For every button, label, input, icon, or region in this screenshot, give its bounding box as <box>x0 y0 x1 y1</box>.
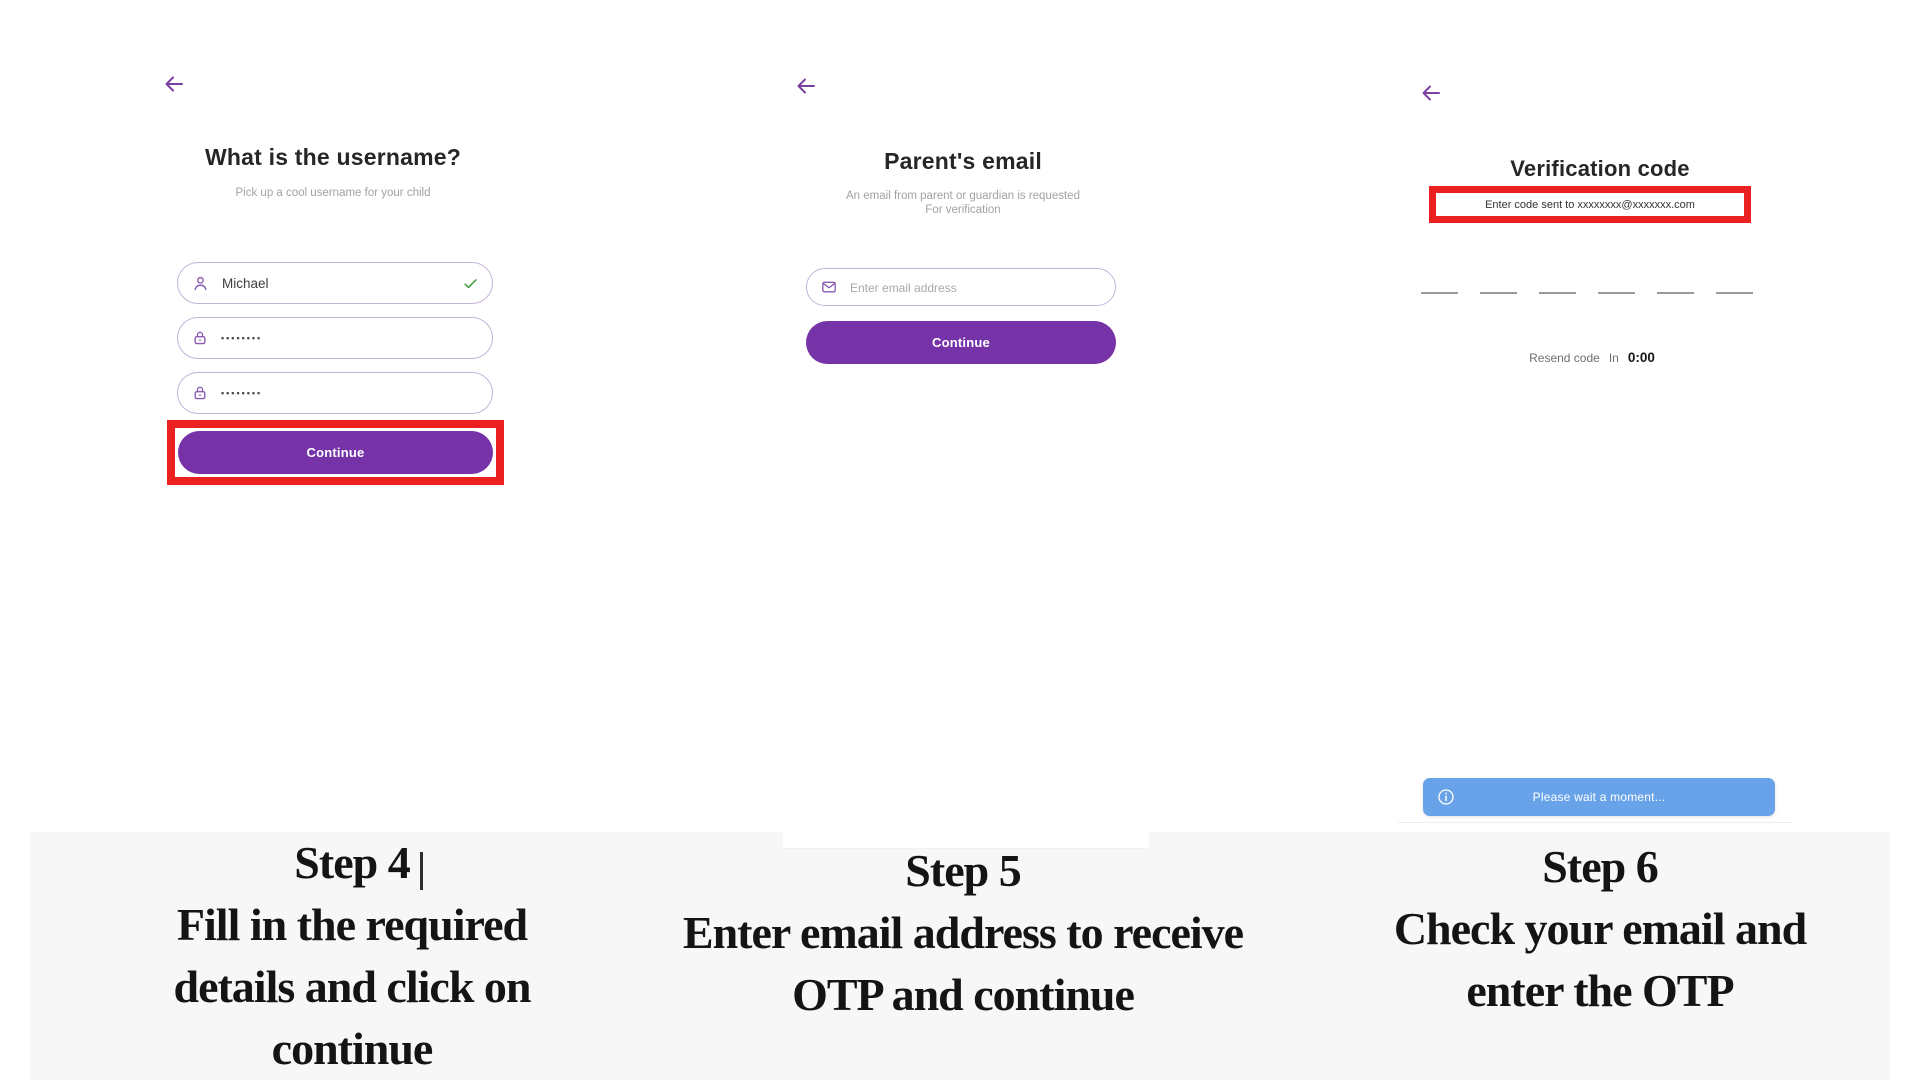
toast-message: Please wait a moment... <box>1532 790 1666 804</box>
steps-background-band <box>30 832 1890 1080</box>
otp-slot[interactable] <box>1598 280 1635 294</box>
arrow-left-icon <box>1419 81 1443 105</box>
resend-in-label: In <box>1608 350 1619 365</box>
email-field[interactable] <box>806 268 1116 306</box>
otp-slot[interactable] <box>1480 280 1517 294</box>
step6-line2: enter the OTP <box>1466 965 1734 1016</box>
otp-slot[interactable] <box>1421 280 1458 294</box>
back-button[interactable] <box>1418 80 1444 106</box>
otp-slot[interactable] <box>1657 280 1694 294</box>
page-subtitle-line1: An email from parent or guardian is requ… <box>846 190 1080 202</box>
resend-row: Resend code In 0:00 <box>1427 350 1757 365</box>
confirm-password-input[interactable] <box>219 387 479 399</box>
step4-line3: continue <box>271 1023 434 1074</box>
page-title: Parent's email <box>884 148 1042 174</box>
password-input[interactable] <box>219 332 479 344</box>
email-input[interactable] <box>848 278 1102 296</box>
step6-title: Step 6 <box>1542 841 1658 892</box>
step6-caption: Step 6 Check your email and enter the OT… <box>1310 836 1890 1022</box>
otp-slot[interactable] <box>1716 280 1753 294</box>
continue-button[interactable]: Continue <box>178 431 493 474</box>
step6-line1: Check your email and <box>1393 903 1807 954</box>
continue-button[interactable]: Continue <box>806 321 1116 364</box>
caret-artifact <box>420 852 423 890</box>
middle-screenshot-bottom-edge <box>783 806 1149 849</box>
page-subtitle: Pick up a cool username for your child <box>235 187 431 199</box>
otp-slot[interactable] <box>1539 280 1576 294</box>
highlight-box: Enter code sent to xxxxxxxx@xxxxxxx.com <box>1429 186 1751 223</box>
resend-code-link[interactable]: Resend code <box>1529 350 1600 365</box>
highlight-box: Continue <box>167 420 504 485</box>
confirm-password-field[interactable] <box>177 372 493 414</box>
info-icon <box>1436 787 1456 807</box>
step4-caption: Step 4 Fill in the required details and … <box>90 832 614 1080</box>
step5-line1: Enter email address to receive <box>682 907 1244 958</box>
step5-title: Step 5 <box>905 845 1021 896</box>
step5-caption: Step 5 Enter email address to receive OT… <box>593 840 1333 1026</box>
back-button[interactable] <box>161 71 187 97</box>
arrow-left-icon <box>162 72 186 96</box>
otp-sent-note: Enter code sent to xxxxxxxx@xxxxxxx.com <box>1485 198 1695 211</box>
right-screenshot-bottom-edge <box>1398 822 1793 823</box>
wait-toast: Please wait a moment... <box>1423 778 1775 816</box>
check-icon <box>462 275 479 292</box>
lock-icon <box>191 329 209 347</box>
username-input[interactable] <box>220 274 462 292</box>
step5-line2: OTP and continue <box>792 969 1135 1020</box>
otp-input-row <box>1421 280 1753 294</box>
username-field[interactable] <box>177 262 493 304</box>
resend-timer: 0:00 <box>1627 350 1655 365</box>
person-icon <box>191 274 210 293</box>
step4-title: Step 4 <box>294 837 410 888</box>
step4-line2: details and click on <box>173 961 531 1012</box>
page-title: What is the username? <box>205 144 461 170</box>
lock-icon <box>191 384 209 402</box>
arrow-left-icon <box>794 74 818 98</box>
step4-line1: Fill in the required <box>176 899 528 950</box>
password-field[interactable] <box>177 317 493 359</box>
back-button[interactable] <box>793 73 819 99</box>
envelope-icon <box>820 278 838 296</box>
page-subtitle-line2: For verification <box>925 204 1001 216</box>
page-title: Verification code <box>1510 156 1690 181</box>
